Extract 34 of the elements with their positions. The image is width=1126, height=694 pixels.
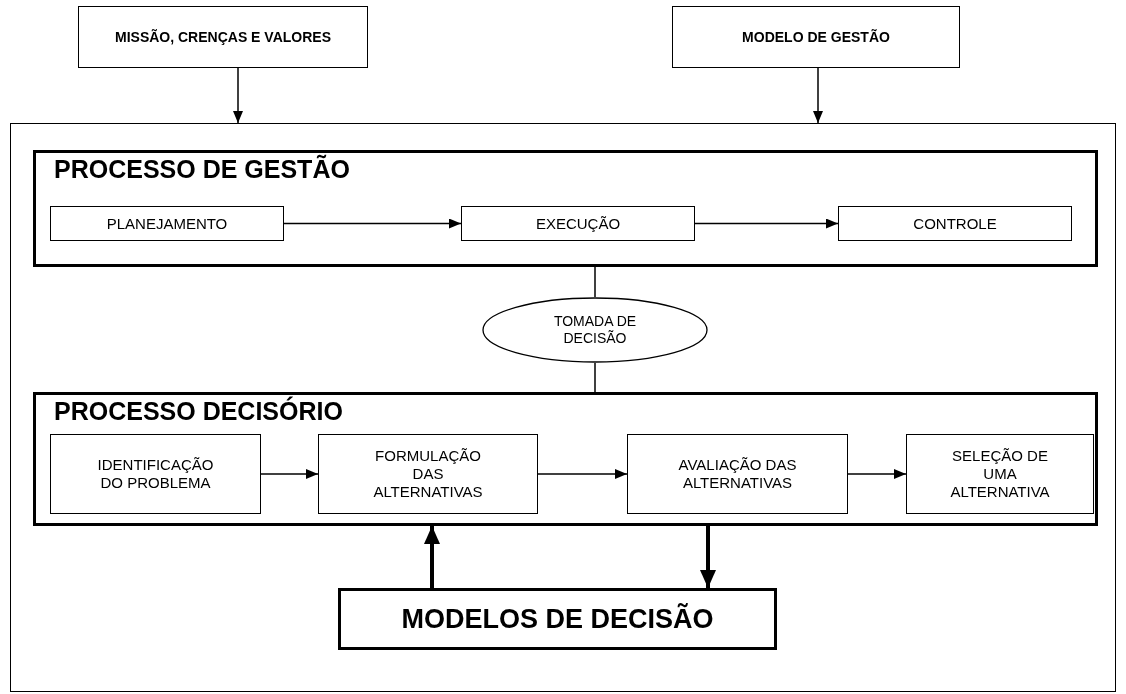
- arrow: [283, 218, 462, 229]
- arrow: [847, 469, 907, 479]
- process-box: [461, 206, 695, 241]
- arrow: [537, 469, 628, 479]
- input-box: [672, 6, 960, 68]
- process-band: [33, 392, 1098, 526]
- node-label: FORMULAÇÃO DAS ALTERNATIVAS: [372, 447, 484, 501]
- process-box: [50, 206, 284, 241]
- step-box: [50, 434, 261, 514]
- step-box: [318, 434, 538, 514]
- arrow: [813, 67, 823, 124]
- input-box: [78, 6, 368, 68]
- arrow: [700, 526, 716, 588]
- process-band: [33, 150, 1098, 267]
- node-label: TOMADA DE DECISÃO: [552, 313, 638, 347]
- node-label: PLANEJAMENTO: [106, 214, 228, 233]
- process-box: [838, 206, 1072, 241]
- step-box: [906, 434, 1094, 514]
- box-shape: [10, 123, 1116, 692]
- decision-ellipse: [482, 297, 708, 363]
- node-label: MISSÃO, CRENÇAS E VALORES: [115, 28, 331, 46]
- arrow: [233, 67, 243, 124]
- node-label: SELEÇÃO DE UMA ALTERNATIVA: [949, 447, 1051, 501]
- step-box: [627, 434, 848, 514]
- model-box: [338, 588, 777, 650]
- node-label: MODELOS DE DECISÃO: [401, 602, 714, 636]
- arrow: [424, 526, 440, 588]
- node-label: MODELO DE GESTÃO: [742, 28, 890, 46]
- node-label: AVALIAÇÃO DAS ALTERNATIVAS: [677, 456, 798, 492]
- node-label: EXECUÇÃO: [535, 214, 621, 233]
- node-label: CONTROLE: [913, 214, 997, 233]
- arrow: [260, 469, 319, 479]
- arrow: [694, 218, 839, 229]
- node-label: IDENTIFICAÇÃO DO PROBLEMA: [96, 456, 215, 492]
